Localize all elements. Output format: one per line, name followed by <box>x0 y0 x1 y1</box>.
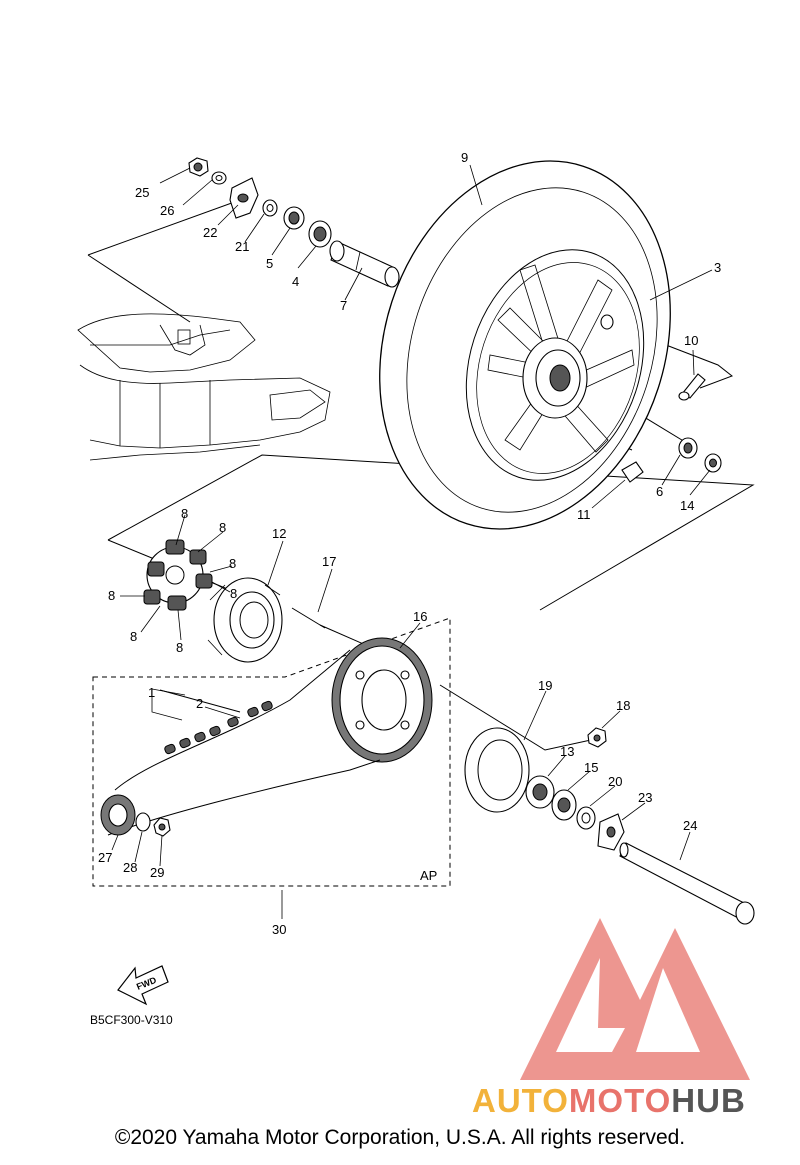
callout-22: 22 <box>203 225 217 240</box>
damper-8-drawing <box>143 539 213 611</box>
callout-13: 13 <box>560 744 574 759</box>
callout-12: 12 <box>272 526 286 541</box>
balance-weight-11 <box>621 461 644 483</box>
drive-sprocket-group <box>100 794 171 837</box>
diagram-code: B5CF300-V310 <box>90 1013 173 1027</box>
callout-leaders <box>111 164 713 919</box>
callout-8c: 8 <box>229 556 236 571</box>
callout-10: 10 <box>684 333 698 348</box>
rear-wheel-drawing <box>379 160 671 530</box>
right-axle-parts <box>464 727 755 925</box>
chain-links-1-2 <box>164 700 273 755</box>
callout-16: 16 <box>413 609 427 624</box>
callout-3: 3 <box>714 260 721 275</box>
callout-28: 28 <box>123 860 137 875</box>
ap-label: AP <box>420 868 437 883</box>
callout-2: 2 <box>196 696 203 711</box>
watermark-logo <box>520 918 750 1080</box>
rear-sprocket-16 <box>331 637 433 763</box>
axle-24 <box>619 842 749 921</box>
watermark-text: AUTOMOTOHUB <box>472 1082 746 1119</box>
left-axle-parts <box>188 157 400 288</box>
callout-24: 24 <box>683 818 697 833</box>
callout-17: 17 <box>322 554 336 569</box>
callout-30: 30 <box>272 922 286 937</box>
callout-5: 5 <box>266 256 273 271</box>
watermark-text-auto: AUTO <box>472 1082 569 1119</box>
watermark-text-moto: MOTO <box>569 1082 671 1119</box>
callout-19: 19 <box>538 678 552 693</box>
callout-6: 6 <box>656 484 663 499</box>
stud-17 <box>291 607 326 629</box>
callout-23: 23 <box>638 790 652 805</box>
callout-18: 18 <box>616 698 630 713</box>
callout-20: 20 <box>608 774 622 789</box>
ap-group-boundary <box>92 617 451 887</box>
callout-27: 27 <box>98 850 112 865</box>
right-wheel-small-parts <box>621 373 722 483</box>
callout-numbers: 25 26 22 21 5 4 7 9 3 10 6 14 11 8 8 8 8… <box>98 150 721 937</box>
watermark-text-hub: HUB <box>671 1082 746 1119</box>
callout-21: 21 <box>235 239 249 254</box>
callout-11: 11 <box>577 507 591 522</box>
callout-8a: 8 <box>181 506 188 521</box>
copyright-footer: ©2020 Yamaha Motor Corporation, U.S.A. A… <box>114 1126 686 1149</box>
callout-29: 29 <box>150 865 164 880</box>
callout-26: 26 <box>160 203 174 218</box>
callout-8g: 8 <box>176 640 183 655</box>
callout-8f: 8 <box>130 629 137 644</box>
callout-14: 14 <box>680 498 694 513</box>
callout-8d: 8 <box>230 586 237 601</box>
forward-arrow: FWD <box>117 965 169 1006</box>
callout-7: 7 <box>340 298 347 313</box>
callout-15: 15 <box>584 760 598 775</box>
callout-8b: 8 <box>219 520 226 535</box>
callout-1: 1 <box>148 685 155 700</box>
clutch-hub-12 <box>207 577 326 663</box>
swingarm-drawing <box>77 313 331 461</box>
callout-25: 25 <box>135 185 149 200</box>
callout-8e: 8 <box>108 588 115 603</box>
callout-9: 9 <box>461 150 468 165</box>
washer-28 <box>135 812 151 832</box>
callout-4: 4 <box>292 274 299 289</box>
